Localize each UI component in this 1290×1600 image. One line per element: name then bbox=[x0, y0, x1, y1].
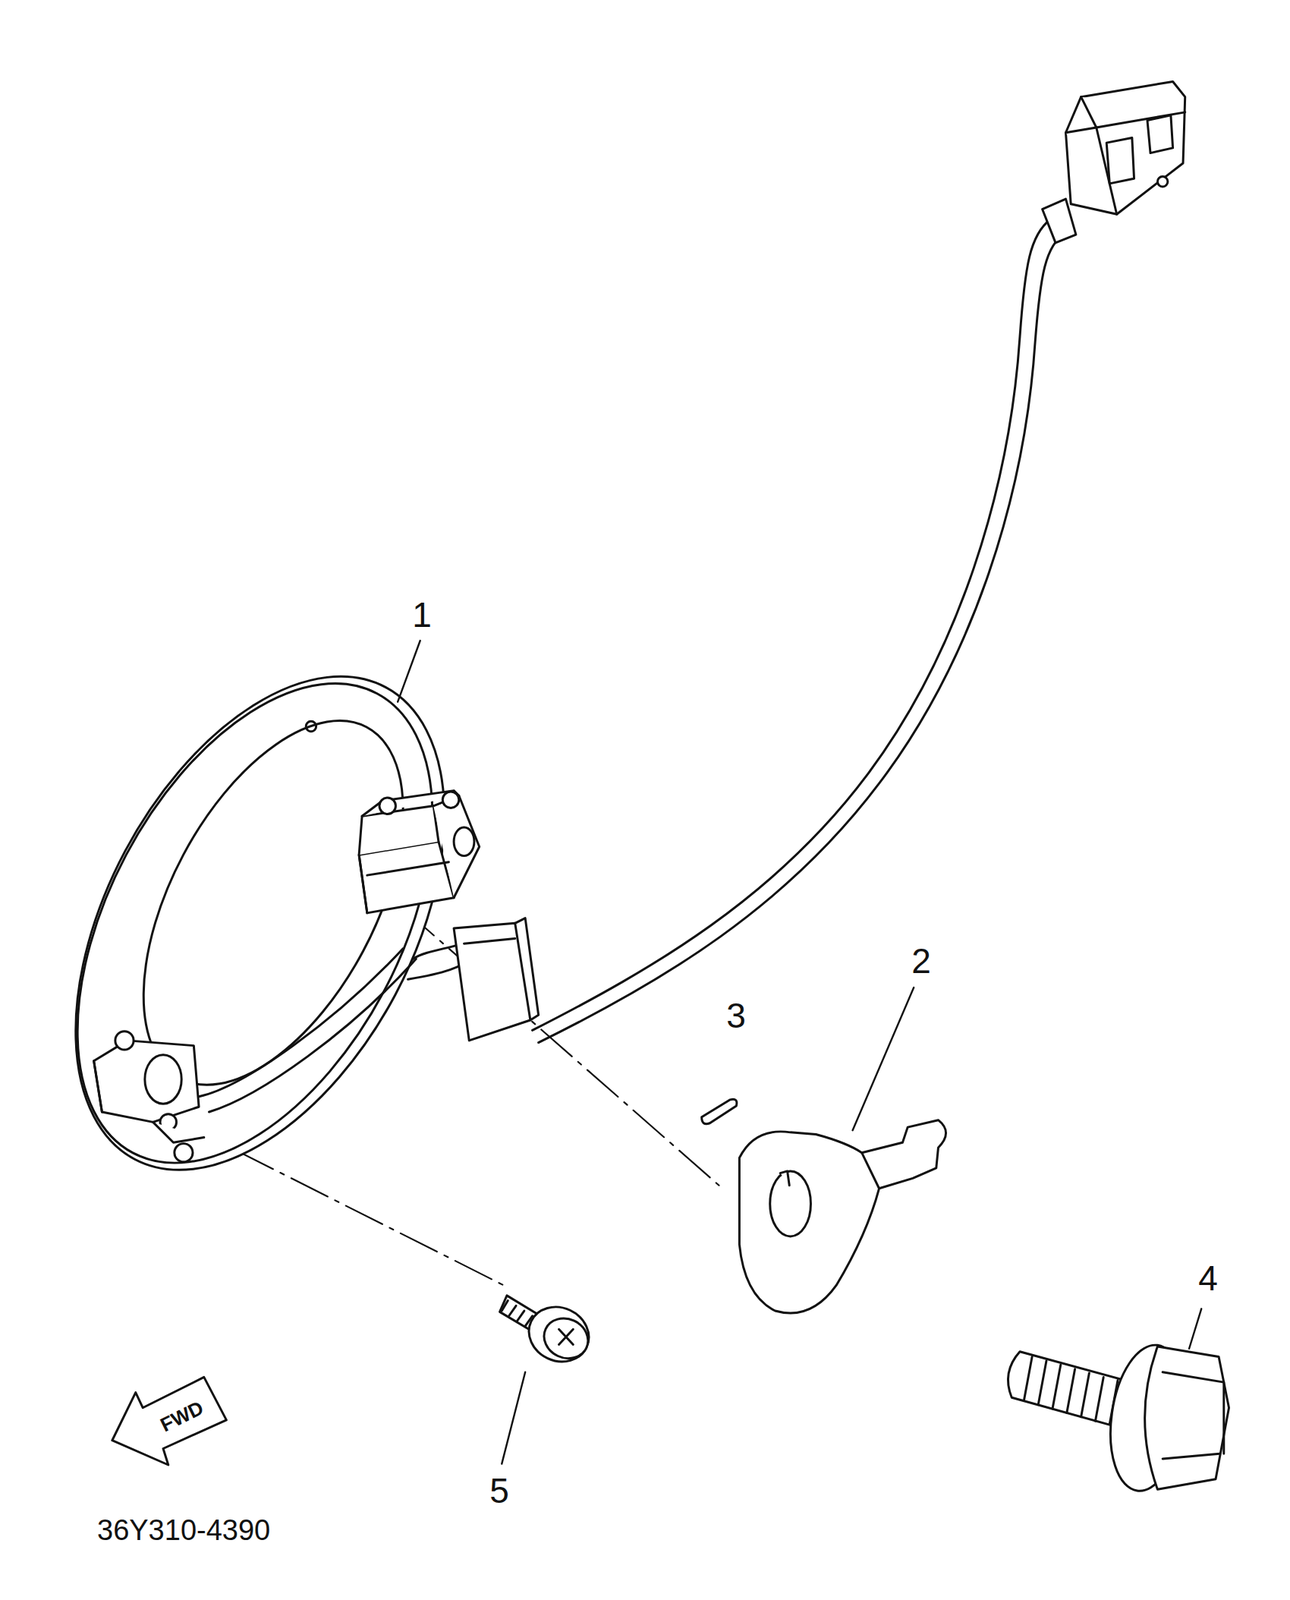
callout-number: 1 bbox=[412, 597, 432, 633]
forward-arrow bbox=[112, 1376, 227, 1465]
screw bbox=[500, 1295, 598, 1372]
flange-bolt bbox=[1007, 1340, 1229, 1496]
leader-lines bbox=[397, 640, 1202, 1464]
callout-number: 5 bbox=[489, 1472, 510, 1508]
center-line bbox=[236, 1150, 509, 1287]
pickup-coil bbox=[358, 790, 480, 913]
callout-number: 3 bbox=[726, 997, 746, 1033]
callout-number: 4 bbox=[1198, 1260, 1218, 1296]
figure-code: 36Y310-4390 bbox=[97, 1515, 271, 1545]
wire-connector bbox=[1065, 81, 1185, 215]
wire-harness bbox=[408, 198, 1077, 1042]
woodruff-key bbox=[701, 1098, 737, 1124]
callout-number: 2 bbox=[911, 943, 932, 979]
pickup-coil bbox=[94, 1031, 205, 1162]
pickup-base-plate bbox=[0, 615, 521, 1231]
timing-plate bbox=[739, 1120, 946, 1313]
